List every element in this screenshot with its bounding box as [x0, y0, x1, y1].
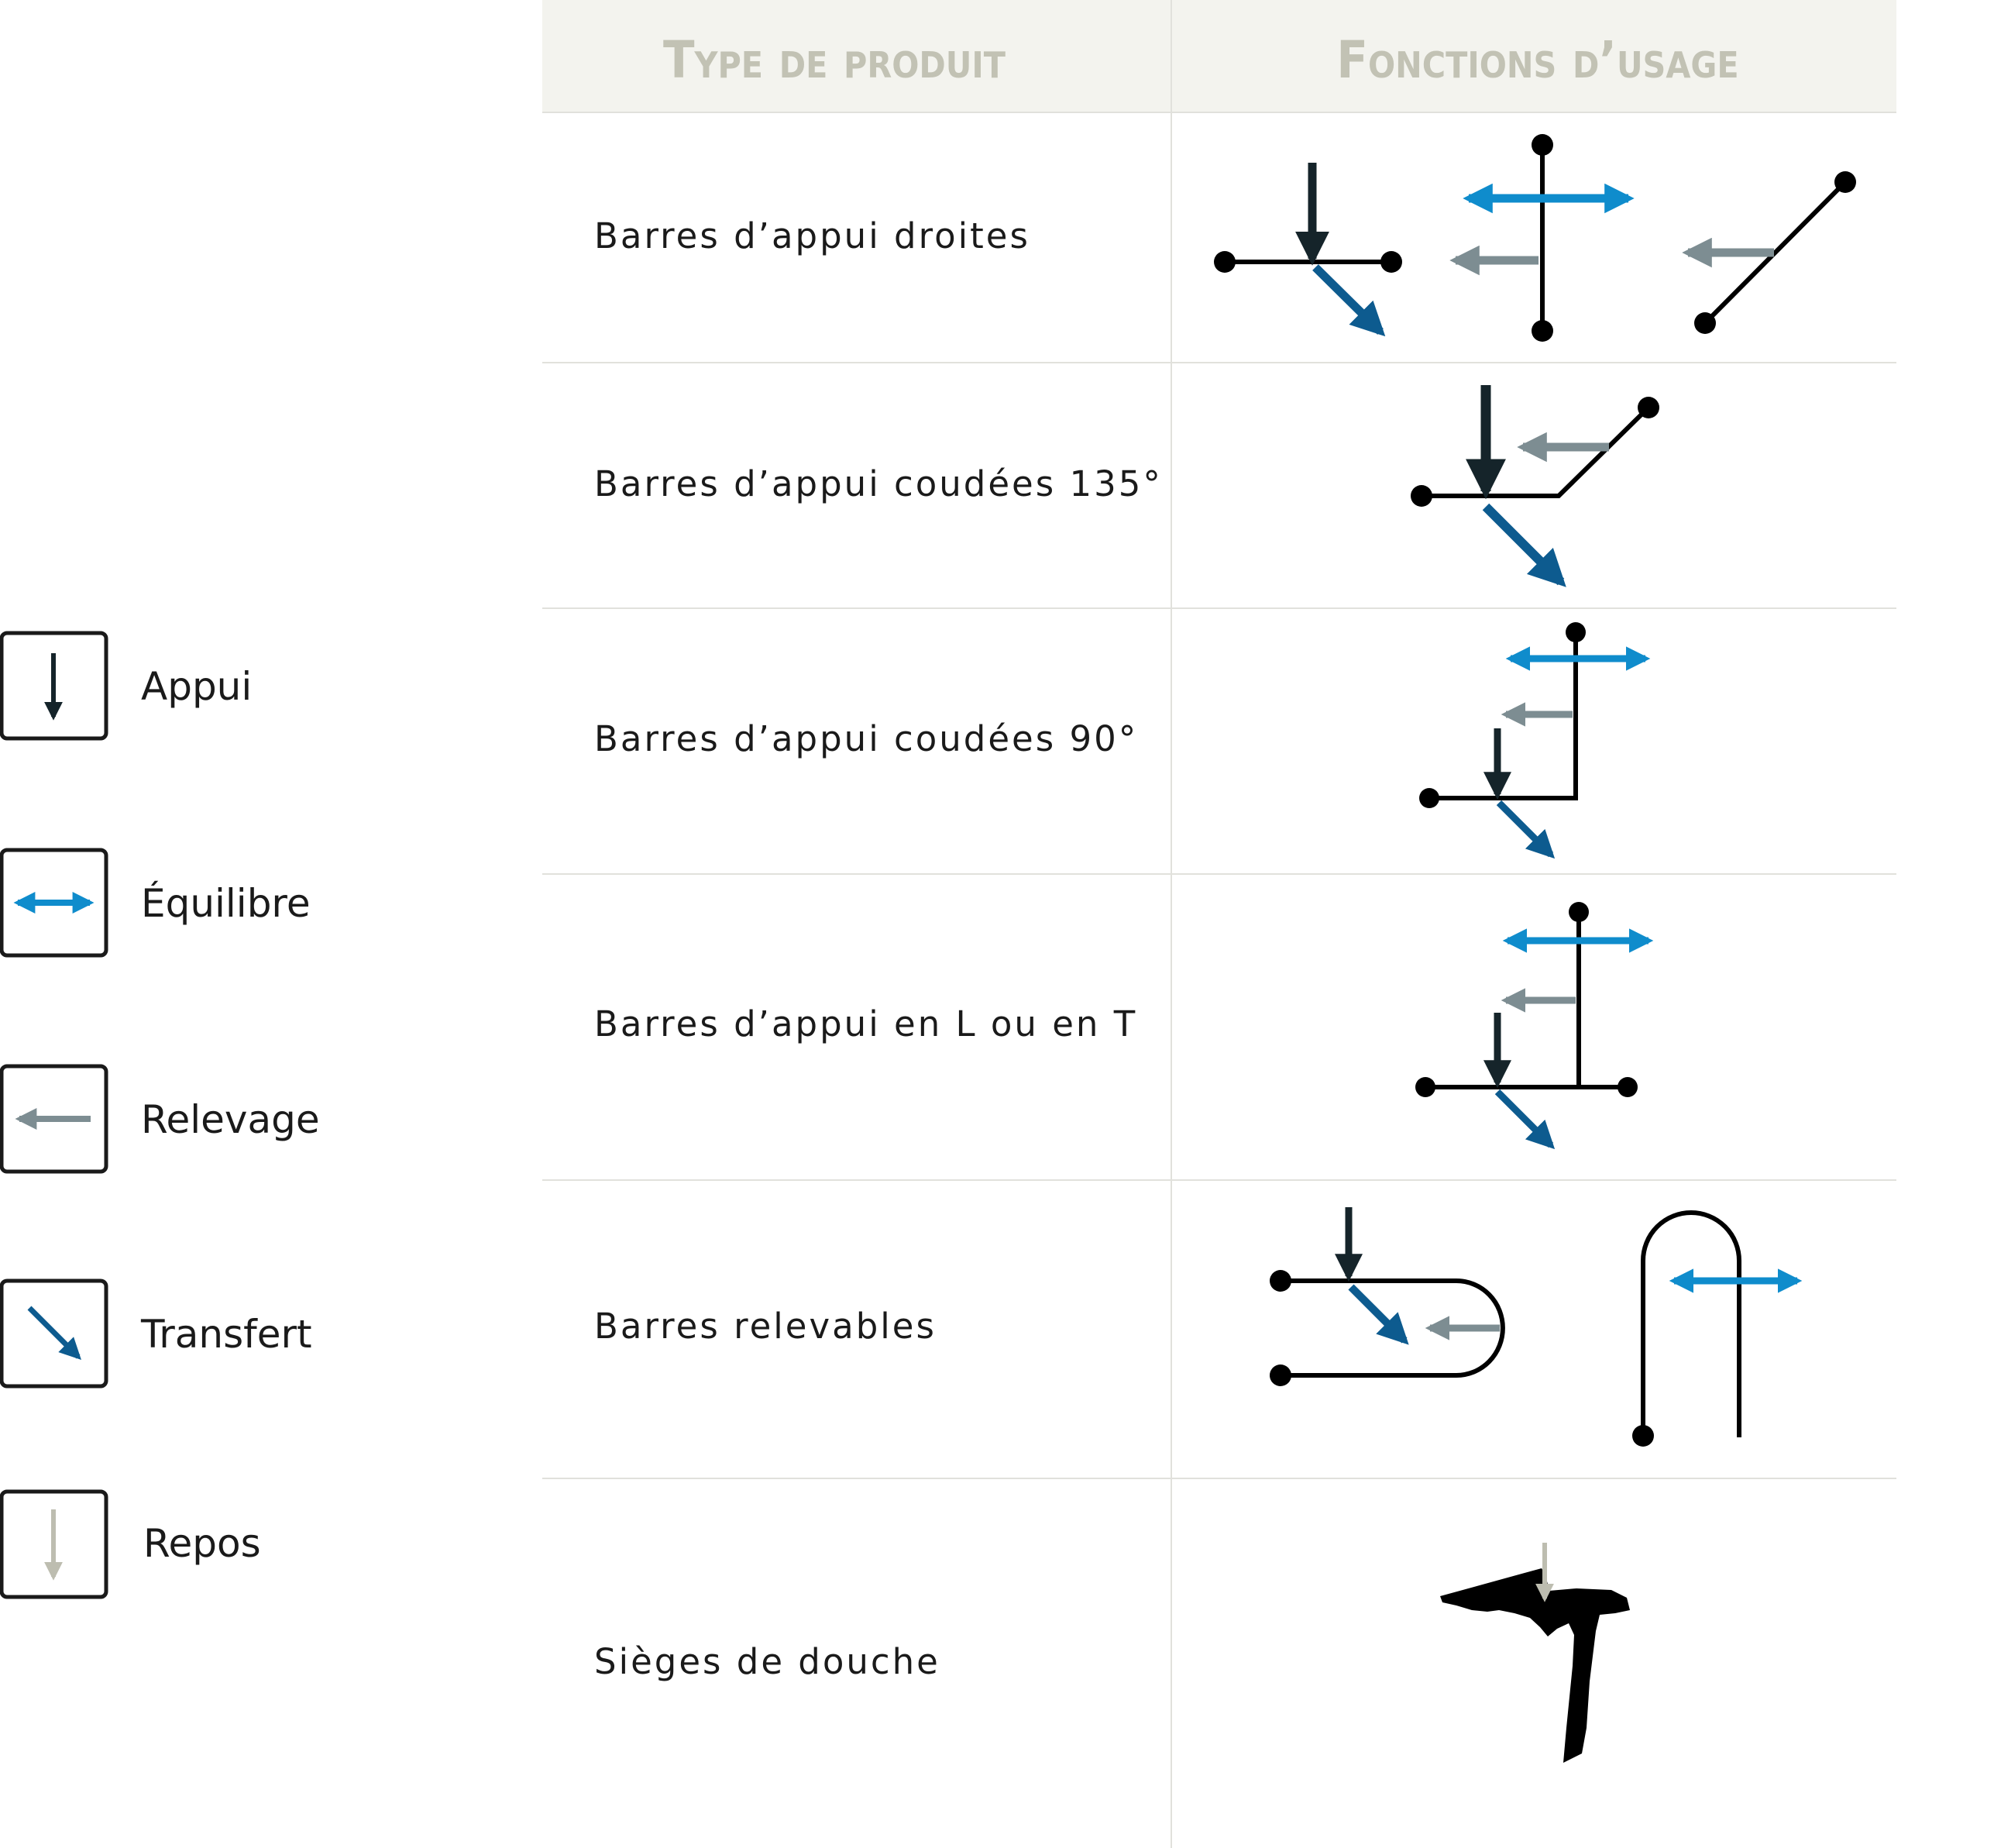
- legend-label-equilibre: Équilibre: [141, 880, 311, 926]
- table-grid: [542, 0, 1896, 1848]
- legend-label-appui: Appui: [141, 664, 252, 709]
- transfert-arrow-icon: [1348, 1284, 1409, 1345]
- horizontal-folding-bar: [1270, 1207, 1505, 1386]
- header-product-type: Type de produit: [663, 30, 1006, 90]
- legend-item-appui: Appui: [0, 631, 252, 741]
- row-label-folding-bars: Barres relevables: [594, 1306, 937, 1347]
- row-label-l-t-bars: Barres d’appui en L ou en T: [594, 1003, 1137, 1044]
- legend-item-repos: Repos: [0, 1489, 261, 1599]
- angled-90-bar-diagram: [1419, 622, 1651, 859]
- legend: Appui Équilibre Relevage Transfert Repos: [0, 631, 320, 1599]
- shower-seat-diagram: [1440, 1543, 1630, 1763]
- row-label-straight-bars: Barres d’appui droites: [594, 215, 1030, 256]
- transfert-arrow-icon: [27, 1306, 81, 1360]
- row-label-angled-135-bars: Barres d’appui coudées 135°: [594, 463, 1163, 504]
- diagonal-straight-bar: [1682, 171, 1856, 334]
- transfert-arrow-icon: [1496, 800, 1556, 859]
- straight-bar-diagrams: [1214, 134, 1856, 342]
- legend-label-transfert: Transfert: [140, 1312, 312, 1357]
- legend-item-relevage: Relevage: [0, 1064, 320, 1174]
- legend-item-equilibre: Équilibre: [0, 848, 311, 958]
- table-header-background: [542, 0, 1896, 112]
- l-t-bar-diagram: [1415, 902, 1654, 1150]
- transfert-arrow-icon: [1312, 264, 1386, 337]
- vertical-folding-bar: [1632, 1210, 1803, 1447]
- vertical-straight-bar: [1449, 134, 1635, 342]
- legend-label-repos: Repos: [143, 1521, 261, 1566]
- legend-label-relevage: Relevage: [141, 1097, 320, 1142]
- angled-135-bar-diagram: [1411, 385, 1659, 587]
- row-label-angled-90-bars: Barres d’appui coudées 90°: [594, 718, 1138, 759]
- legend-item-transfert: Transfert: [0, 1278, 312, 1389]
- transfert-arrow-icon: [1494, 1089, 1556, 1150]
- header-usage-functions: Fonctions d’usage: [1336, 30, 1738, 90]
- horizontal-straight-bar: [1214, 163, 1402, 337]
- folding-bar-diagrams: [1270, 1207, 1803, 1447]
- row-label-shower-seats: Sièges de douche: [594, 1641, 940, 1682]
- shower-seat-silhouette: [1440, 1568, 1630, 1763]
- transfert-arrow-icon: [1482, 503, 1566, 587]
